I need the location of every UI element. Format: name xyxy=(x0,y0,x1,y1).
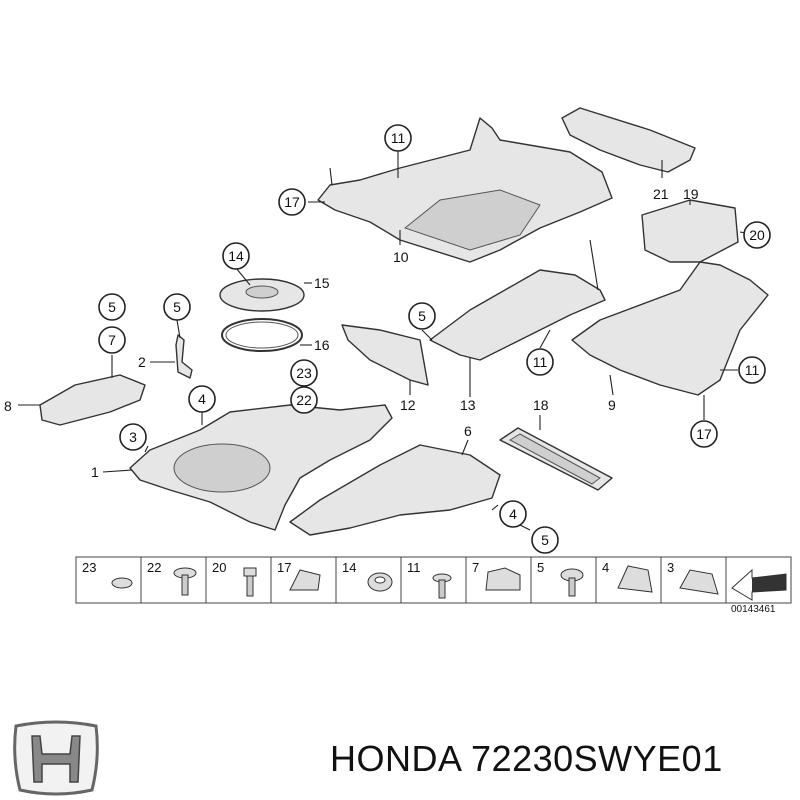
label-2: 2 xyxy=(138,354,146,370)
fastener-strip: 23 22 20 17 14 11 7 5 4 3 00143461 xyxy=(75,556,792,615)
svg-text:4: 4 xyxy=(509,506,517,522)
svg-text:17: 17 xyxy=(696,426,712,442)
callout-4-left: 4 xyxy=(188,385,216,413)
clip-nut-icon xyxy=(289,569,321,591)
callout-11-center: 11 xyxy=(526,348,554,376)
svg-text:17: 17 xyxy=(284,194,300,210)
callout-11-top: 11 xyxy=(384,124,412,152)
strip-item-20: 20 xyxy=(212,560,226,575)
svg-text:4: 4 xyxy=(198,391,206,407)
part-19-bracket xyxy=(641,199,739,263)
washer-icon xyxy=(111,577,133,589)
leader-lines xyxy=(18,150,753,531)
svg-text:23: 23 xyxy=(296,365,312,381)
strip-item-4: 4 xyxy=(602,560,609,575)
strip-item-17: 17 xyxy=(277,560,291,575)
strip-item-14: 14 xyxy=(342,560,356,575)
callout-23-top: 23 xyxy=(290,359,318,387)
label-21: 21 xyxy=(653,186,669,202)
part-6-center-panel xyxy=(289,444,501,536)
callout-5-bracket: 5 xyxy=(163,293,191,321)
brand-name: HONDA xyxy=(330,738,461,779)
part-9-side-panel xyxy=(571,261,769,396)
callout-17-top: 17 xyxy=(278,188,306,216)
document-number: 00143461 xyxy=(731,604,776,615)
part-2-bracket xyxy=(175,334,193,379)
callout-14: 14 xyxy=(222,242,250,270)
part-10-underbody-panel xyxy=(317,117,613,263)
bolt-icon xyxy=(560,568,584,597)
strip-item-7: 7 xyxy=(472,560,479,575)
callout-3: 3 xyxy=(119,423,147,451)
label-18: 18 xyxy=(533,397,549,413)
part-number: 72230SWYE01 xyxy=(471,738,723,779)
svg-text:11: 11 xyxy=(391,130,406,146)
part-21-trim-strip xyxy=(561,107,696,173)
part-12-shield xyxy=(341,324,429,386)
svg-text:22: 22 xyxy=(296,392,312,408)
callout-4-bottom: 4 xyxy=(499,500,527,528)
label-6: 6 xyxy=(464,423,472,439)
callout-17-right: 17 xyxy=(690,420,718,448)
svg-text:5: 5 xyxy=(108,299,116,315)
svg-text:5: 5 xyxy=(541,532,549,548)
strip-item-23: 23 xyxy=(82,560,96,575)
part-16-ring xyxy=(221,318,303,352)
svg-text:5: 5 xyxy=(418,308,426,324)
rivet-icon xyxy=(432,573,452,599)
callout-7: 7 xyxy=(98,326,126,354)
label-19: 19 xyxy=(683,186,699,202)
callout-20: 20 xyxy=(743,221,771,249)
brand-part-number: HONDA 72230SWYE01 xyxy=(330,738,723,780)
label-1: 1 xyxy=(91,464,99,480)
speed-nut-icon xyxy=(679,569,719,595)
clip-icon xyxy=(485,567,521,591)
label-13: 13 xyxy=(460,397,476,413)
callout-11-right: 11 xyxy=(738,356,766,384)
part-13-side-panel xyxy=(429,239,606,361)
label-12: 12 xyxy=(400,397,416,413)
svg-text:20: 20 xyxy=(749,227,765,243)
callout-5-center: 5 xyxy=(408,302,436,330)
callout-22-top: 22 xyxy=(290,386,318,414)
label-10: 10 xyxy=(393,249,409,265)
label-8: 8 xyxy=(4,398,12,414)
svg-text:11: 11 xyxy=(533,354,548,370)
strip-item-11: 11 xyxy=(407,560,421,575)
label-16: 16 xyxy=(314,337,330,353)
direction-arrow-icon xyxy=(731,568,787,601)
svg-text:11: 11 xyxy=(745,362,760,378)
part-15-disc xyxy=(219,278,305,312)
push-rivet-icon xyxy=(173,567,197,596)
svg-text:7: 7 xyxy=(108,332,116,348)
part-1-front-underbody xyxy=(129,404,393,531)
part-18-strip xyxy=(499,427,613,491)
label-9: 9 xyxy=(608,397,616,413)
svg-text:5: 5 xyxy=(173,299,181,315)
callout-5-bottom: 5 xyxy=(531,526,559,554)
svg-text:14: 14 xyxy=(228,248,244,264)
callout-5-left-top: 5 xyxy=(98,293,126,321)
part-8-cover xyxy=(39,374,146,426)
grommet-icon xyxy=(367,572,393,592)
label-15: 15 xyxy=(314,275,330,291)
svg-text:3: 3 xyxy=(129,429,137,445)
strip-item-3: 3 xyxy=(667,560,674,575)
screw-icon xyxy=(243,567,257,597)
strip-item-22: 22 xyxy=(147,560,161,575)
strip-item-5: 5 xyxy=(537,560,544,575)
honda-logo-icon xyxy=(13,720,99,796)
spring-clip-icon xyxy=(617,565,653,593)
